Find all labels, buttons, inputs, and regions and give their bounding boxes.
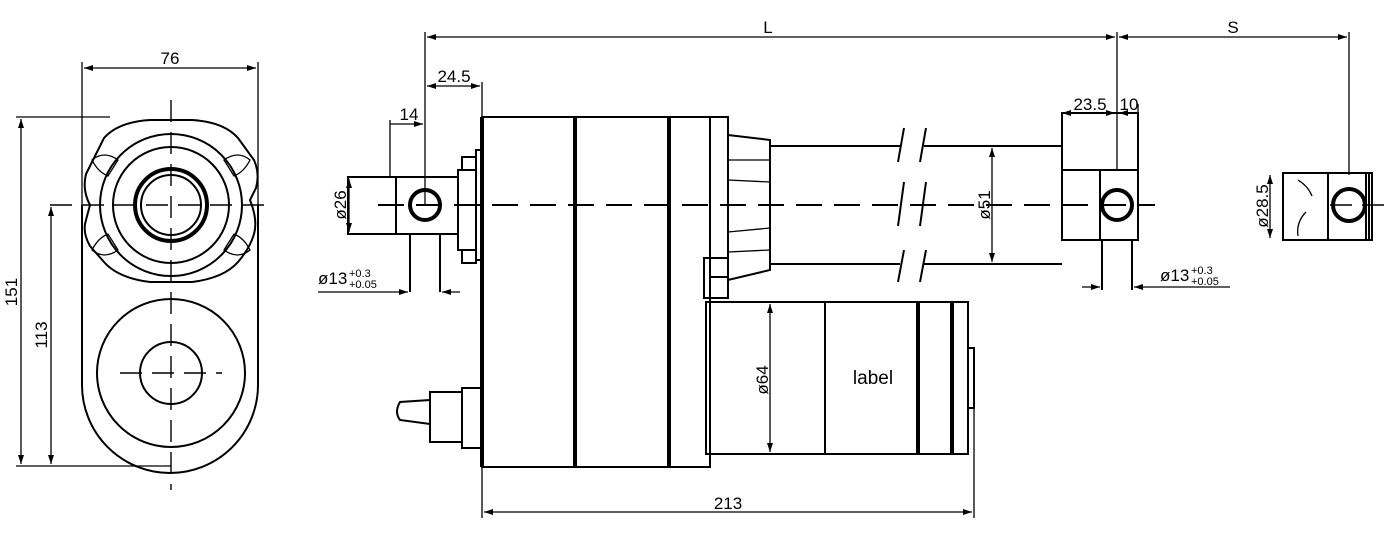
front-flange-lug-left-bottom	[91, 233, 119, 256]
cable-gland-nut	[461, 387, 483, 449]
dim-14-label: 14	[400, 105, 419, 124]
nose-taper	[727, 133, 771, 282]
rear-nut-bottom	[461, 249, 477, 264]
motor-body	[705, 301, 969, 455]
rod-end-detail: ø28.5	[1253, 172, 1385, 241]
dim-76-label: 76	[161, 49, 180, 68]
nose-line-3	[727, 227, 771, 233]
front-view: 76 151 113	[2, 49, 270, 490]
motor-label-text: label	[853, 368, 893, 389]
detail-thread-mark-bottom	[1297, 211, 1307, 237]
dim-13-left-tol-minus: +0.05	[349, 279, 377, 291]
dim-13-left-label: ø13	[318, 269, 347, 288]
detail-thread-mark-top	[1297, 179, 1313, 197]
break-mark-left	[897, 127, 905, 283]
cable-gland-body	[429, 391, 463, 443]
dim-13-right-tol-plus: +0.3	[1191, 265, 1213, 277]
motor-endcap	[967, 347, 975, 409]
dim-13-left-tol-plus: +0.3	[349, 268, 371, 280]
front-flange-lug-left-top	[91, 154, 119, 177]
front-flange	[83, 119, 259, 283]
dim-26-label: ø26	[331, 190, 350, 219]
rear-nut	[457, 169, 477, 251]
front-flange-lug-right-bottom	[223, 233, 251, 256]
dim-L-label: L	[763, 18, 772, 37]
front-flange-lug-right-top	[223, 154, 251, 177]
detail-rod-end-body	[1282, 172, 1370, 241]
motor-mount-block	[703, 257, 729, 299]
dim-28-5-label: ø28.5	[1253, 184, 1272, 227]
dim-213-label: 213	[714, 494, 742, 513]
nose-line-4	[727, 249, 771, 253]
gearbox-housing	[481, 116, 711, 468]
dim-64-label: ø64	[753, 365, 772, 394]
dim-23-5-label: 23.5	[1073, 95, 1106, 114]
side-view: label L S 24.5 14 ø26 ø13 +0.3 +0.0	[318, 18, 1350, 518]
dim-151-label: 151	[2, 278, 21, 306]
cable-stub	[396, 399, 431, 425]
dim-51-label: ø51	[975, 190, 994, 219]
front-rod-end-top	[1061, 112, 1139, 171]
front-body-outline	[81, 205, 259, 474]
dim-13-right-tol-minus: +0.05	[1191, 276, 1219, 288]
nose-ring	[709, 116, 729, 278]
nose-line-2	[727, 179, 771, 183]
rear-nut-top	[461, 156, 477, 171]
dim-10-label: 10	[1120, 95, 1139, 114]
dim-113-label: 113	[32, 321, 51, 348]
dim-13-right-label: ø13	[1160, 266, 1189, 285]
dim-24-5-label: 24.5	[437, 67, 470, 86]
dim-S-label: S	[1227, 18, 1238, 37]
